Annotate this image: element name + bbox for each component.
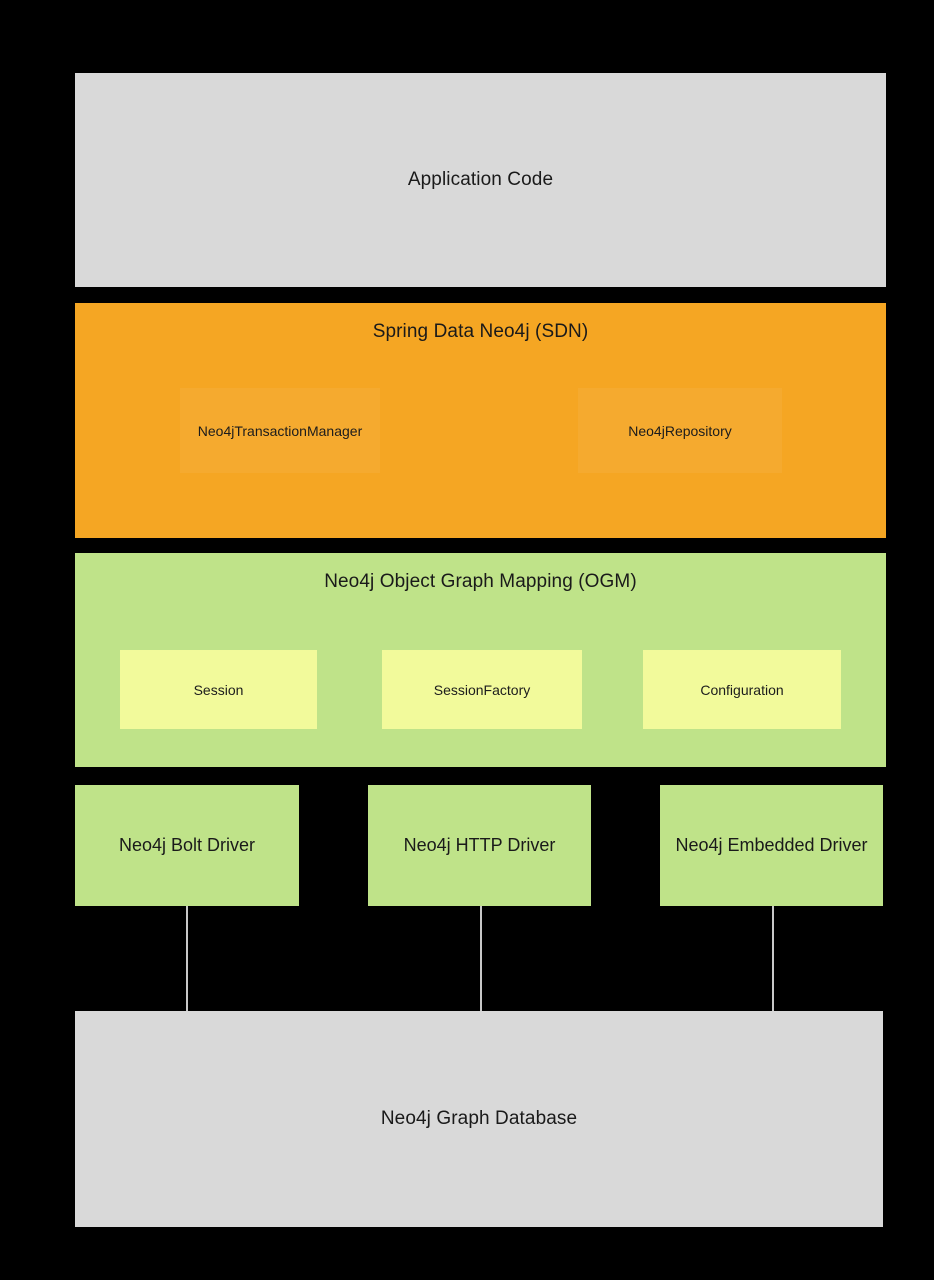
component-configuration-label: Configuration [700, 681, 784, 698]
component-session-label: Session [193, 681, 244, 698]
component-configuration: Configuration [643, 650, 841, 729]
component-session: Session [120, 650, 317, 729]
component-neo4j-repository-label: Neo4jRepository [628, 422, 732, 439]
component-neo4j-embedded-driver: Neo4j Embedded Driver [660, 785, 883, 906]
component-neo4j-transaction-manager-label: Neo4jTransactionManager [197, 422, 363, 439]
component-neo4j-bolt-driver: Neo4j Bolt Driver [75, 785, 299, 906]
component-session-factory: SessionFactory [382, 650, 582, 729]
component-neo4j-http-driver-label: Neo4j HTTP Driver [403, 835, 556, 855]
component-neo4j-http-driver: Neo4j HTTP Driver [368, 785, 591, 906]
layer-spring-data-neo4j: Spring Data Neo4j (SDN) [75, 303, 886, 538]
layer-neo4j-ogm-title: Neo4j Object Graph Mapping (OGM) [324, 571, 637, 592]
component-neo4j-transaction-manager: Neo4jTransactionManager [180, 388, 380, 473]
component-session-factory-label: SessionFactory [433, 681, 531, 698]
connector-embedded-to-database [772, 906, 774, 1011]
component-neo4j-embedded-driver-label: Neo4j Embedded Driver [675, 835, 868, 855]
layer-spring-data-neo4j-title: Spring Data Neo4j (SDN) [372, 321, 589, 342]
layer-neo4j-graph-database: Neo4j Graph Database [75, 1011, 883, 1227]
connector-bolt-to-database [186, 906, 188, 1011]
layer-neo4j-graph-database-title: Neo4j Graph Database [380, 1108, 578, 1129]
layer-application-code: Application Code [75, 73, 886, 287]
connector-http-to-database [480, 906, 482, 1011]
component-neo4j-bolt-driver-label: Neo4j Bolt Driver [118, 835, 256, 855]
layer-application-code-title: Application Code [407, 169, 554, 190]
component-neo4j-repository: Neo4jRepository [578, 388, 782, 473]
